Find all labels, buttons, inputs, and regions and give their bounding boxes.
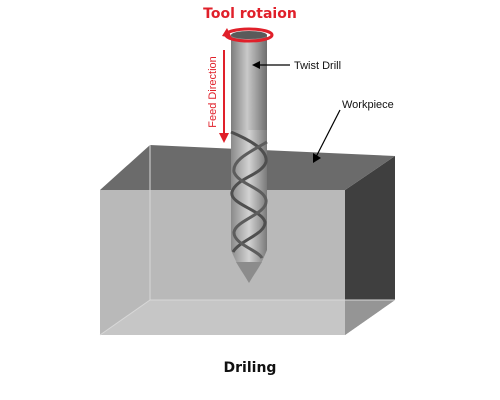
rotation-arrowhead <box>222 28 232 38</box>
drill-shank <box>231 35 267 130</box>
workpiece-pointer-head <box>313 153 321 163</box>
feed-direction-arrowhead <box>219 133 229 143</box>
workpiece-front-face <box>100 190 345 335</box>
workpiece-label: Workpiece <box>342 99 394 111</box>
workpiece-diag-edge <box>99 299 151 336</box>
workpiece-inner-bottom <box>100 300 395 335</box>
drill-flute-spiral-1 <box>230 130 268 253</box>
workpiece-side-face <box>345 156 395 335</box>
tool-rotation-label: Tool rotaion <box>203 6 297 22</box>
diagram-caption: Driling <box>224 360 277 376</box>
twist-drill-pointer-head <box>252 61 260 69</box>
drill-shank-top <box>231 31 267 39</box>
twist-drill-label: Twist Drill <box>294 60 341 72</box>
drill-tip <box>236 262 262 283</box>
drill-flute-spiral-2 <box>232 140 268 259</box>
twist-drill <box>230 31 268 283</box>
workpiece-pointer <box>315 109 341 158</box>
workpiece-block <box>99 145 395 336</box>
feed-direction-label: Feed Direction <box>207 56 219 128</box>
